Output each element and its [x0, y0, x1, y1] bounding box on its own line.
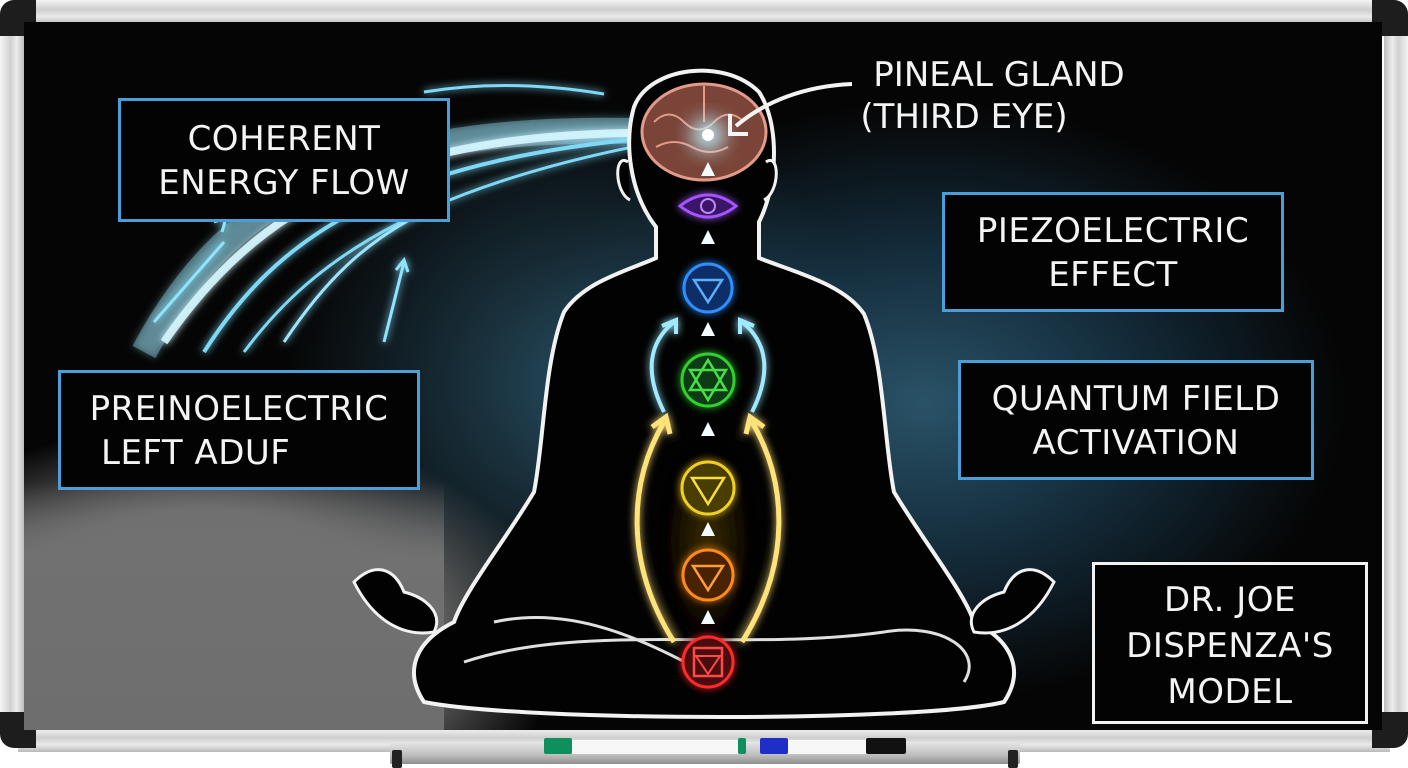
black-marker[interactable]	[866, 738, 910, 754]
chalkboard-surface: COHERENT ENERGY FLOW PREINOELECTRIC LEFT…	[24, 22, 1382, 730]
label-coherent-energy-flow: COHERENT ENERGY FLOW	[118, 98, 450, 222]
gold-energy-arrows	[634, 412, 782, 672]
whiteboard-frame: COHERENT ENERGY FLOW PREINOELECTRIC LEFT…	[0, 0, 1408, 752]
throat-chakra-icon	[682, 262, 734, 314]
pineal-pointer-arrow	[734, 82, 853, 128]
frame-rail-top	[18, 0, 1390, 24]
green-marker[interactable]	[544, 738, 750, 754]
heart-chakra-icon	[680, 352, 736, 408]
sacral-chakra-icon	[681, 548, 735, 602]
meditation-figure-diagram	[132, 68, 1056, 719]
channel-up-arrows	[701, 162, 715, 624]
frame-rail-right	[1384, 18, 1408, 734]
third-eye-chakra-icon	[677, 193, 739, 219]
solar-plexus-chakra-icon	[680, 460, 736, 516]
label-quantum-field-activation: QUANTUM FIELD ACTIVATION	[958, 360, 1314, 480]
blue-energy-arrows	[649, 316, 767, 413]
label-preinoelectric: PREINOELECTRIC LEFT ADUF	[58, 370, 420, 490]
tray-end-cap-right	[1008, 750, 1018, 768]
root-chakra-icon	[681, 635, 735, 689]
label-pineal-gland: PINEAL GLAND (THIRD EYE)	[860, 55, 1125, 137]
frame-rail-left	[0, 18, 24, 734]
label-model-title: DR. JOE DISPENZA'S MODEL	[1092, 562, 1368, 724]
tray-end-cap-left	[392, 750, 402, 768]
label-piezoelectric-effect: PIEZOELECTRIC EFFECT	[942, 192, 1284, 312]
